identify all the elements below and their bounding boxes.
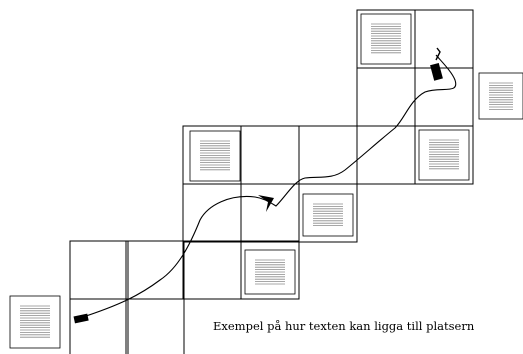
map-grid-square — [182, 240, 242, 300]
map-grid-square — [69, 298, 129, 354]
map-grid-square — [298, 183, 358, 243]
placeholder-text-block — [418, 129, 470, 181]
placeholder-text-block — [478, 72, 523, 120]
grid-cells — [69, 9, 474, 354]
placeholder-text-block — [302, 193, 354, 237]
map-grid-square — [182, 183, 242, 243]
map-grid-square — [414, 9, 474, 69]
map-grid-square — [414, 125, 474, 185]
map-grid-square — [69, 240, 129, 300]
map-grid-square — [240, 125, 300, 185]
walking-route-line — [79, 54, 457, 319]
map-grid-square — [125, 240, 185, 300]
placeholder-text-block — [189, 130, 241, 182]
placeholder-text-block — [244, 249, 296, 295]
caption-text: Exempel på hur texten kan ligga till pla… — [213, 319, 475, 333]
map-grid-square — [240, 240, 300, 300]
placeholder-text-block — [360, 13, 412, 65]
end-marker-icon — [430, 62, 443, 81]
waypoint-marker-icon — [258, 195, 274, 212]
end-marker-icon — [435, 47, 441, 61]
map-grid-square — [240, 183, 300, 243]
text-blocks — [9, 13, 523, 349]
map-grid-square — [125, 298, 185, 354]
map-grid-square — [298, 125, 358, 185]
map-grid-square — [414, 67, 474, 127]
map-grid-square — [356, 67, 416, 127]
start-marker-icon — [73, 313, 89, 324]
placeholder-text-block — [9, 295, 61, 349]
